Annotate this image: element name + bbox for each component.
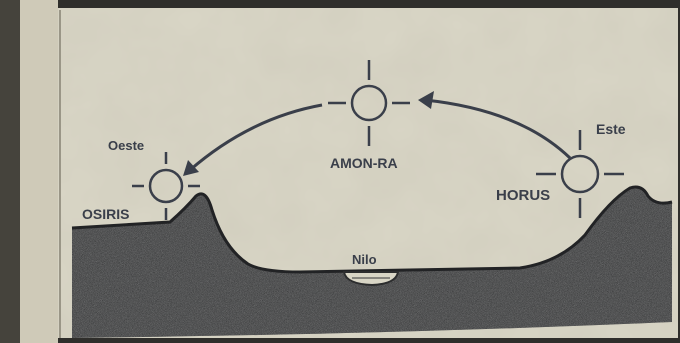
left-edge-shadow — [0, 0, 20, 343]
label-east: Este — [596, 121, 626, 137]
label-west: Oeste — [108, 138, 144, 153]
label-river: Nilo — [352, 252, 377, 267]
label-osiris: OSIRIS — [82, 206, 129, 222]
label-horus: HORUS — [496, 187, 550, 204]
label-amon-ra: AMON-RA — [330, 155, 398, 171]
